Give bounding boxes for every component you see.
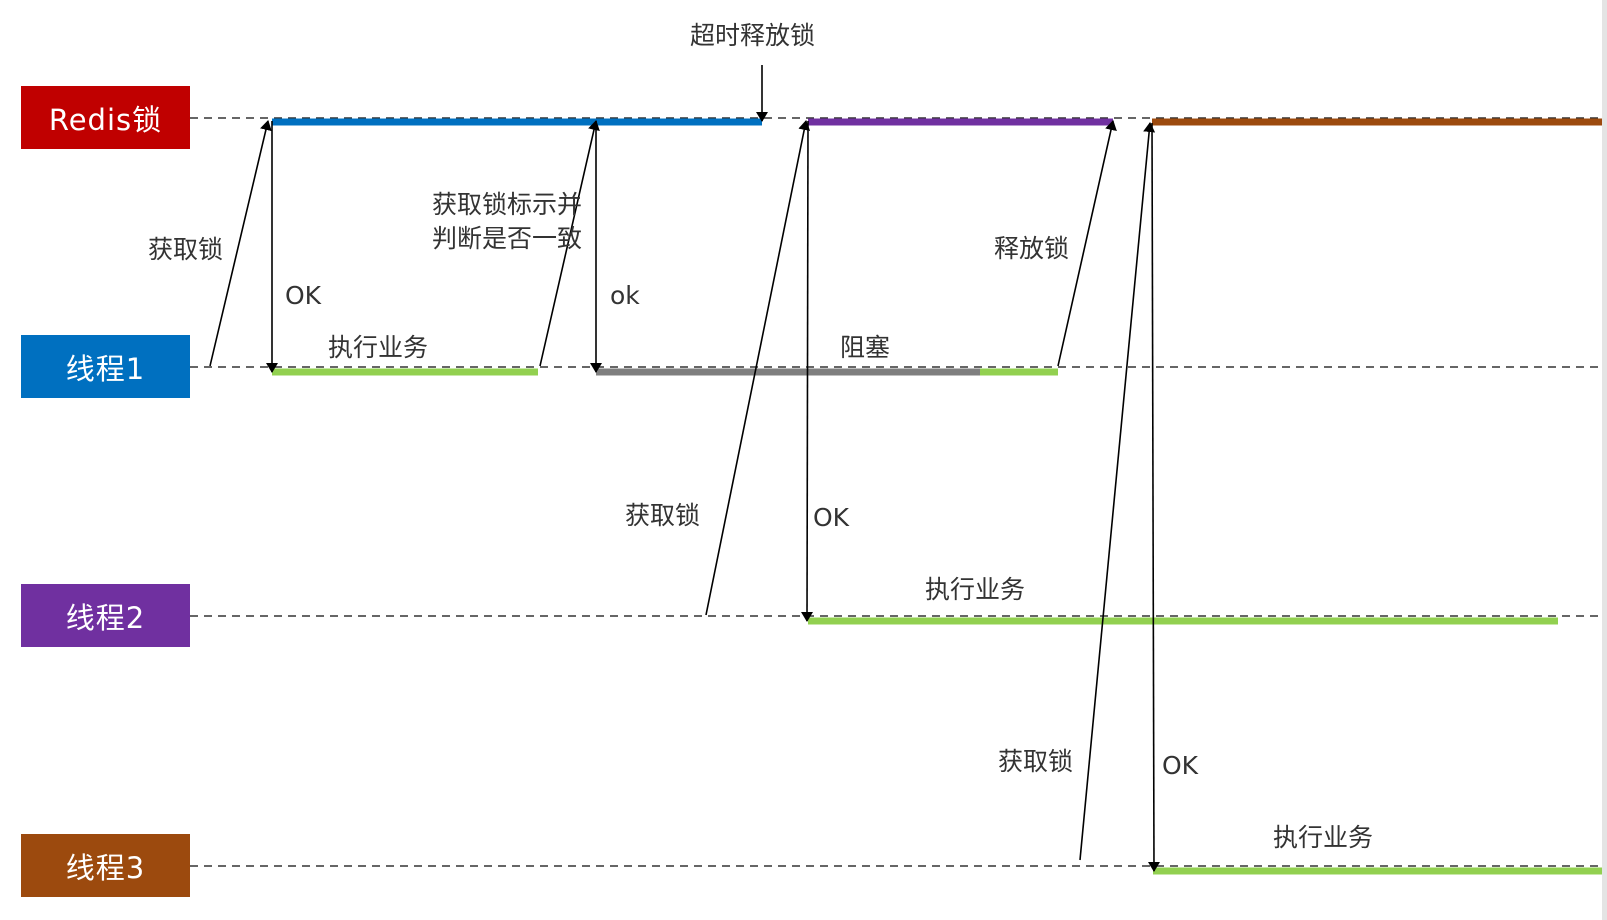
label-timeout-release: 超时释放锁 (690, 21, 816, 50)
arrow-t2-acquire (705, 120, 811, 616)
label-t1-acquire: 获取锁 (148, 235, 224, 264)
label-t1-execute: 执行业务 (328, 333, 429, 362)
label-t1-check: 获取锁标示并判断是否一致 (432, 190, 583, 253)
arrow-t1-release (1057, 120, 1117, 367)
arrow-t3-ok (1147, 122, 1160, 872)
label-t3-ok: OK (1162, 751, 1199, 780)
label-t1-blocked: 阻塞 (840, 333, 891, 362)
thread3-box: 线程3 (21, 834, 190, 897)
arrow-t3-acquire (1079, 122, 1156, 861)
label-t3-execute: 执行业务 (1273, 823, 1374, 852)
label-t2-acquire: 获取锁 (625, 501, 701, 530)
label-t2-ok: OK (813, 503, 850, 532)
label-t1-ok: OK (285, 281, 322, 310)
label-t1-ok2: ok (610, 281, 640, 310)
redis-lock-box: Redis锁 (21, 86, 190, 149)
thread1-box: 线程1 (21, 335, 190, 398)
right-edge-shadow (1602, 0, 1607, 920)
arrow-t1-acquire (209, 120, 272, 367)
label-t3-acquire: 获取锁 (998, 747, 1074, 776)
label-t2-execute: 执行业务 (925, 575, 1026, 604)
arrow-t2-ok (801, 120, 814, 622)
thread2-box: 线程2 (21, 584, 190, 647)
label-t1-release: 释放锁 (994, 234, 1070, 263)
arrow-t1-check (539, 120, 600, 367)
